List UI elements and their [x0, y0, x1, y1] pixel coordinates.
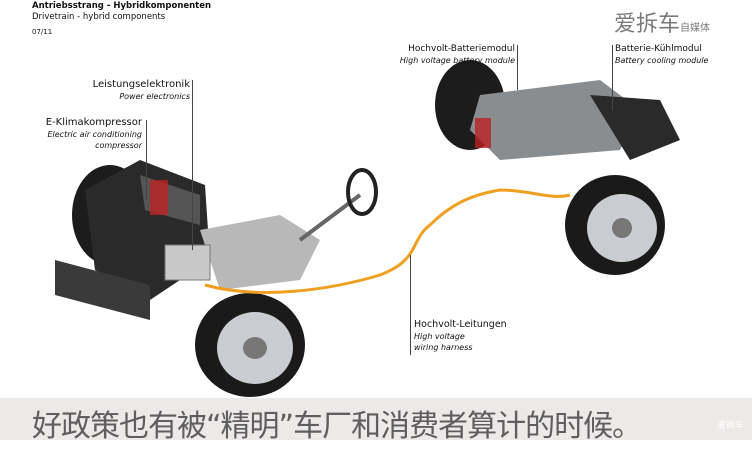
high-voltage-cable [204, 188, 571, 294]
label-hv-wiring: Hochvolt-Leitungen [414, 319, 507, 330]
steering-wheel [346, 168, 378, 216]
label-battery-cooling-en: Battery cooling module [615, 56, 709, 65]
label-air-compressor-en-1: Electric air conditioning [47, 130, 142, 139]
rear-spring [475, 118, 491, 148]
label-power-electronics: Leistungselektronik [92, 79, 190, 90]
label-battery-module-en: High voltage battery module [399, 56, 515, 65]
leader-line [192, 80, 193, 250]
title-german: Antriebsstrang - Hybridkomponenten [32, 1, 212, 11]
label-battery-cooling: Batterie-Kühlmodul [615, 44, 702, 54]
caption-banner: 好政策也有被“精明”车厂和消费者算计的时候。 爱拆车 [0, 398, 752, 444]
label-hv-wiring-en-1: High voltage [414, 332, 465, 341]
intercooler [55, 260, 150, 320]
watermark-sub: 自媒体 [680, 23, 711, 34]
label-power-electronics-en: Power electronics [119, 92, 190, 101]
label-hv-wiring-en-2: wiring harness [414, 343, 473, 352]
caption-watermark: 爱拆车 [716, 421, 744, 431]
transmission [200, 215, 320, 290]
watermark-logo: 爱拆车自媒体 [614, 6, 710, 38]
label-air-compressor: E-Klimakompressor [45, 117, 142, 128]
power-electronics-unit [164, 244, 211, 281]
label-battery-module: Hochvolt-Batteriemodul [408, 44, 515, 54]
watermark-main: 爱拆车 [614, 12, 681, 37]
title-english: Drivetrain - hybrid components [32, 12, 166, 22]
front-right-hub [243, 337, 267, 359]
battery-cooling-module [590, 95, 680, 160]
leader-line [146, 120, 147, 200]
leader-line [517, 45, 518, 90]
caption-text: 好政策也有被“精明”车厂和消费者算计的时候。 [32, 409, 642, 444]
label-air-compressor-en-2: compressor [95, 141, 142, 150]
rear-right-hub [612, 218, 632, 238]
leader-line [612, 45, 613, 110]
leader-line [410, 255, 411, 355]
page-number: 07/11 [32, 28, 53, 36]
front-spring [150, 180, 168, 215]
